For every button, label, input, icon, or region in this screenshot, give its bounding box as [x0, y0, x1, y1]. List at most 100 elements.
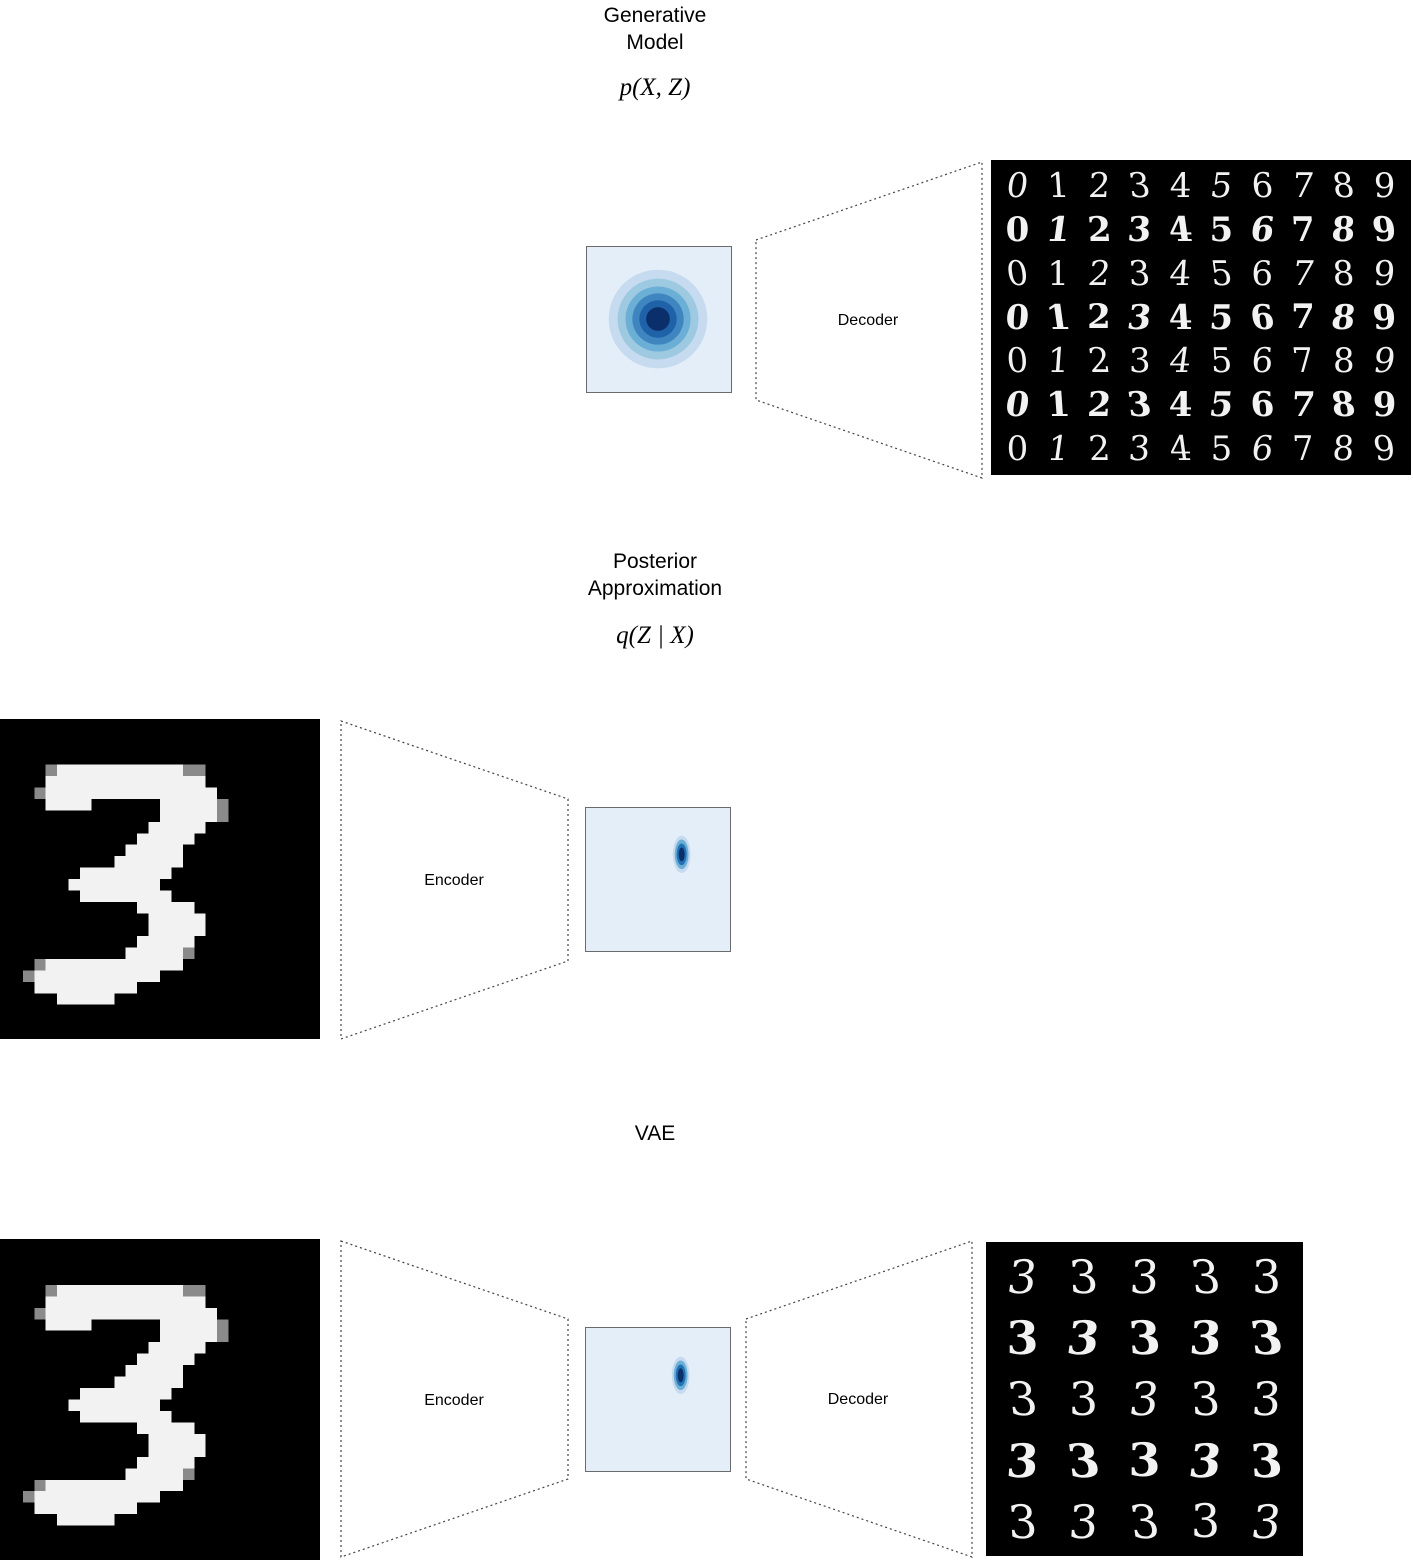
posterior-gaussian-contours [672, 835, 691, 874]
generated-digit-cell: 6 [1247, 297, 1277, 338]
reconstructed-digit-cell: 3 [1006, 1310, 1039, 1365]
generated-digit-cell: 2 [1085, 253, 1113, 294]
generated-digit-cell: 3 [1125, 385, 1155, 426]
generated-digit-cell: 3 [1126, 209, 1154, 250]
generated-digit-cell: 4 [1165, 209, 1196, 250]
posterior-title-line1: Posterior [612, 550, 698, 573]
vae-title: VAE [634, 1122, 676, 1145]
generated-digit-cell: 9 [1372, 253, 1397, 294]
generated-digit-cell: 1 [1047, 253, 1070, 294]
generated-digit-cell: 2 [1086, 165, 1112, 206]
generated-digit-cell: 8 [1331, 429, 1357, 470]
generative-decoder-label: Decoder [837, 312, 899, 329]
vae-encoder-label: Encoder [424, 1392, 484, 1409]
generated-digit-cell: 8 [1330, 209, 1358, 250]
generated-digit-cell: 4 [1166, 341, 1195, 382]
reconstructed-digit-cell: 3 [1185, 1433, 1226, 1488]
generative-title: Generative Model [555, 2, 755, 56]
reconstructed-digit-cell: 3 [1068, 1371, 1099, 1426]
generated-digit-cell: 8 [1330, 165, 1358, 206]
generated-digit-cell: 0 [1005, 341, 1030, 382]
generated-digit-cell: 3 [1127, 253, 1153, 294]
generated-digit-cell: 8 [1331, 253, 1357, 294]
generated-digit-cell: 6 [1248, 385, 1276, 426]
posterior-latent-plot [585, 807, 731, 952]
generated-digit-cell: 3 [1126, 165, 1154, 206]
generated-digit-cell: 3 [1125, 297, 1155, 338]
generated-digit-cell: 1 [1045, 341, 1071, 382]
posterior-input-digit-image [0, 719, 320, 1039]
generated-digit-cell: 7 [1289, 253, 1317, 294]
reconstructed-digit-cell: 3 [1066, 1494, 1101, 1549]
generated-digit-cell: 5 [1209, 341, 1234, 382]
reconstructed-digit-cell: 3 [1126, 1310, 1163, 1365]
generated-digit-cell: 6 [1248, 429, 1276, 470]
generated-digit-cell: 2 [1086, 429, 1112, 470]
generated-digit-cell: 1 [1043, 209, 1073, 250]
vae-decoder-label: Decoder [827, 1391, 889, 1408]
reconstructed-digit-cell: 3 [1127, 1249, 1162, 1304]
generative-formula: p(X, Z) [619, 74, 691, 101]
generated-digit-cell: 4 [1168, 385, 1193, 426]
generated-digit-cell: 0 [1005, 209, 1030, 250]
reconstructed-digit-cell: 3 [1004, 1433, 1041, 1488]
generated-digit-cell: 7 [1289, 385, 1317, 426]
generated-digit-cell: 8 [1332, 341, 1355, 382]
generated-digit-cell: 1 [1043, 297, 1073, 338]
posterior-title-line2: Approximation [587, 577, 723, 600]
generative-decoder-shape [755, 161, 983, 479]
generated-digit-cell: 6 [1247, 209, 1277, 250]
generated-digit-cell: 2 [1087, 297, 1111, 338]
generated-digit-cell: 9 [1372, 385, 1397, 426]
vae-encoder-shape [340, 1240, 569, 1558]
vae-latent-plot [585, 1327, 731, 1472]
generated-digit-cell: 7 [1290, 165, 1316, 206]
reconstructed-digit-cell: 3 [1187, 1310, 1224, 1365]
reconstructed-digit-cell: 3 [1004, 1249, 1041, 1304]
generated-digit-cell: 2 [1085, 341, 1113, 382]
generated-digit-cell: 5 [1210, 429, 1233, 470]
posterior-title: Posterior Approximation [555, 548, 755, 602]
generated-digit-cell: 0 [1004, 297, 1031, 338]
reconstructed-digit-cell: 3 [1126, 1494, 1163, 1549]
generated-digit-cell: 5 [1207, 253, 1236, 294]
reconstructed-digit-cell: 3 [1246, 1310, 1287, 1365]
vae-gaussian-contours [671, 1356, 690, 1395]
generative-title-line2: Model [626, 31, 684, 54]
generated-digit-cell: 5 [1209, 209, 1234, 250]
generated-digit-cell: 1 [1044, 429, 1072, 470]
prior-latent-plot [586, 246, 732, 393]
generated-digit-cell: 0 [1006, 429, 1029, 470]
generated-digit-cell: 9 [1369, 209, 1400, 250]
generated-digit-cell: 9 [1370, 341, 1399, 382]
generated-digit-cell: 2 [1085, 209, 1113, 250]
reconstructed-digit-cell: 3 [1063, 1310, 1104, 1365]
reconstructed-digit-cell: 3 [1187, 1249, 1224, 1304]
generated-digit-cell: 5 [1206, 385, 1237, 426]
generated-digit-cell: 5 [1208, 297, 1235, 338]
generated-digit-cell: 9 [1371, 297, 1398, 338]
reconstructed-digit-cell: 3 [1251, 1249, 1282, 1304]
generated-digit-cell: 1 [1045, 165, 1071, 206]
generated-digit-cell: 7 [1289, 209, 1317, 250]
generated-digit-cell: 6 [1251, 253, 1274, 294]
generated-digit-cell: 4 [1166, 429, 1195, 470]
generated-digit-cell: 8 [1329, 297, 1359, 338]
generated-digit-cell: 9 [1370, 429, 1399, 470]
generated-digit-cell: 3 [1127, 429, 1153, 470]
generated-digit-cell: 7 [1290, 429, 1316, 470]
generative-title-line1: Generative [603, 4, 707, 27]
reconstructed-digit-cell: 3 [1005, 1494, 1040, 1549]
reconstructed-digit-cell: 3 [1126, 1371, 1163, 1426]
generated-digit-cell: 7 [1291, 297, 1315, 338]
posterior-encoder-label: Encoder [424, 872, 484, 889]
generated-digit-cell: 6 [1249, 165, 1275, 206]
reconstructed-digit-cell: 3 [1248, 1494, 1285, 1549]
generated-digit-cell: 1 [1044, 385, 1072, 426]
reconstructed-digit-cell: 3 [1248, 1433, 1285, 1488]
reconstructed-digit-cell: 3 [1188, 1371, 1223, 1426]
generated-digit-cell: 7 [1289, 341, 1317, 382]
reconstructed-digit-cell: 3 [1066, 1249, 1101, 1304]
reconstructed-digit-cell: 3 [1249, 1371, 1284, 1426]
